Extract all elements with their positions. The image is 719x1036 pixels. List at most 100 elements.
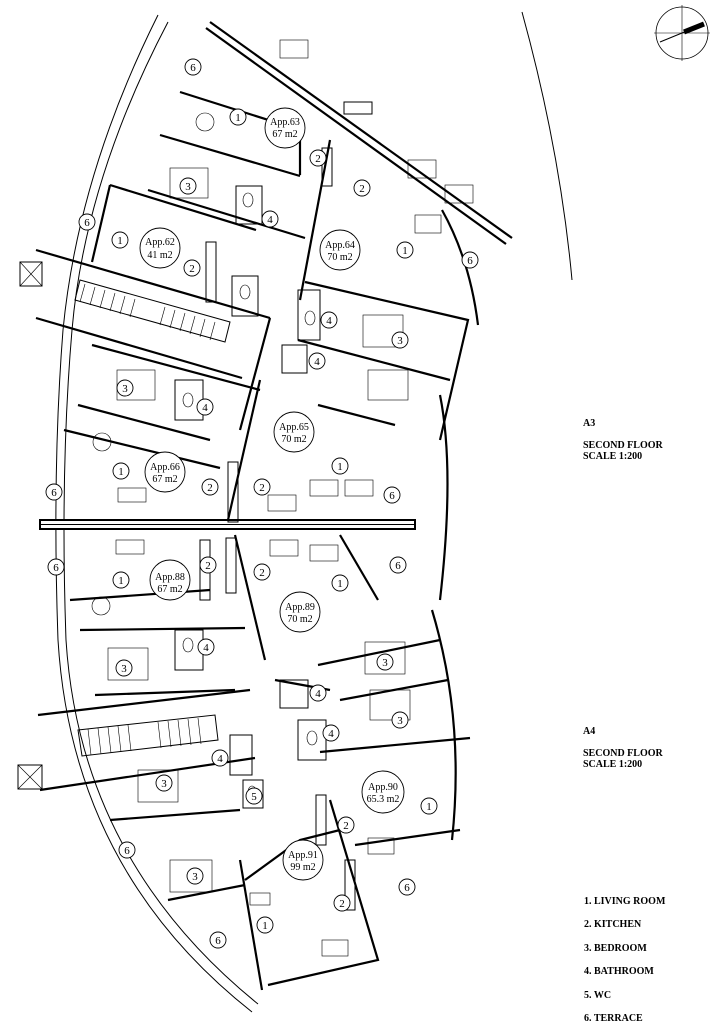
walls bbox=[35, 90, 471, 991]
svg-text:2: 2 bbox=[315, 153, 321, 165]
svg-text:1: 1 bbox=[337, 461, 343, 473]
svg-text:1: 1 bbox=[262, 920, 268, 932]
svg-text:1: 1 bbox=[426, 801, 432, 813]
svg-text:70 m2: 70 m2 bbox=[287, 614, 312, 625]
svg-text:1: 1 bbox=[118, 466, 124, 478]
apartment-label-app66: App.66 67 m2 bbox=[144, 451, 186, 493]
svg-text:2: 2 bbox=[259, 482, 265, 494]
svg-text:App.91: App.91 bbox=[288, 850, 318, 861]
room-marker: 6 bbox=[209, 931, 227, 949]
section-floor: SECOND FLOOR bbox=[583, 748, 663, 759]
staircase-upper bbox=[19, 261, 231, 343]
svg-text:4: 4 bbox=[315, 688, 321, 700]
svg-text:App.90: App.90 bbox=[368, 782, 398, 793]
legend-item: 3. BEDROOM bbox=[584, 942, 647, 954]
room-marker: 3 bbox=[115, 659, 133, 677]
room-marker: 4 bbox=[320, 311, 338, 329]
svg-text:3: 3 bbox=[185, 181, 191, 193]
room-marker: 1 bbox=[112, 571, 130, 589]
svg-text:6: 6 bbox=[53, 562, 59, 574]
svg-text:2: 2 bbox=[339, 898, 345, 910]
room-marker: 1 bbox=[420, 797, 438, 815]
apartment-label-app90: App.90 65.3 m2 bbox=[361, 770, 405, 814]
svg-text:App.65: App.65 bbox=[279, 422, 309, 433]
room-marker: 3 bbox=[155, 774, 173, 792]
section-code: A3 bbox=[583, 418, 596, 429]
svg-text:2: 2 bbox=[259, 567, 265, 579]
kitchen-counters bbox=[199, 101, 373, 911]
svg-text:2: 2 bbox=[359, 183, 365, 195]
room-marker: 3 bbox=[179, 177, 197, 195]
svg-text:6: 6 bbox=[467, 255, 473, 267]
svg-text:6: 6 bbox=[404, 882, 410, 894]
apartment-label-app89: App.89 70 m2 bbox=[279, 591, 321, 633]
room-marker: 4 bbox=[309, 684, 327, 702]
room-marker: 3 bbox=[116, 379, 134, 397]
svg-text:65.3 m2: 65.3 m2 bbox=[367, 794, 400, 805]
room-marker: 5 bbox=[245, 787, 263, 805]
room-marker: 6 bbox=[184, 58, 202, 76]
room-marker: 3 bbox=[186, 867, 204, 885]
apartment-label-app91: App.91 99 m2 bbox=[282, 839, 324, 881]
svg-text:1: 1 bbox=[337, 578, 343, 590]
room-marker: 3 bbox=[391, 331, 409, 349]
section-scale: SCALE 1:200 bbox=[583, 759, 643, 770]
room-legend: 1. LIVING ROOM 2. KITCHEN 3. BEDROOM 4. … bbox=[584, 896, 665, 1036]
svg-text:2: 2 bbox=[205, 560, 211, 572]
svg-text:1: 1 bbox=[402, 245, 408, 257]
svg-text:3: 3 bbox=[397, 715, 403, 727]
svg-text:6: 6 bbox=[395, 560, 401, 572]
svg-text:1: 1 bbox=[117, 235, 123, 247]
room-marker: 6 bbox=[118, 841, 136, 859]
room-marker: 1 bbox=[396, 241, 414, 259]
svg-text:2: 2 bbox=[207, 482, 213, 494]
legend-item: 5. WC bbox=[584, 989, 612, 1001]
svg-text:70 m2: 70 m2 bbox=[281, 434, 306, 445]
svg-text:App.63: App.63 bbox=[270, 117, 300, 128]
room-marker: 2 bbox=[253, 563, 271, 581]
room-marker: 2 bbox=[353, 179, 371, 197]
section-a4-title: A4 SECOND FLOOR SCALE 1:200 bbox=[583, 726, 663, 770]
svg-text:4: 4 bbox=[326, 315, 332, 327]
svg-text:67 m2: 67 m2 bbox=[157, 584, 182, 595]
room-marker: 6 bbox=[47, 558, 65, 576]
room-marker: 1 bbox=[229, 108, 247, 126]
svg-text:4: 4 bbox=[314, 356, 320, 368]
room-marker: 3 bbox=[376, 653, 394, 671]
room-marker: 4 bbox=[211, 749, 229, 767]
svg-text:67 m2: 67 m2 bbox=[272, 129, 297, 140]
svg-text:6: 6 bbox=[389, 490, 395, 502]
room-marker: 1 bbox=[111, 231, 129, 249]
svg-text:App.66: App.66 bbox=[150, 462, 180, 473]
svg-text:4: 4 bbox=[217, 753, 223, 765]
room-marker: 6 bbox=[45, 483, 63, 501]
svg-text:6: 6 bbox=[51, 487, 57, 499]
svg-text:6: 6 bbox=[190, 62, 196, 74]
staircase-lower bbox=[17, 714, 219, 790]
svg-text:6: 6 bbox=[84, 217, 90, 229]
room-marker: 2 bbox=[253, 478, 271, 496]
svg-text:1: 1 bbox=[118, 575, 124, 587]
structural-bands bbox=[39, 21, 513, 530]
room-marker: 4 bbox=[196, 398, 214, 416]
svg-text:4: 4 bbox=[203, 642, 209, 654]
svg-text:App.89: App.89 bbox=[285, 602, 315, 613]
room-marker: 2 bbox=[333, 894, 351, 912]
svg-text:4: 4 bbox=[267, 214, 273, 226]
apartment-labels: App.63 67 m2 App.62 41 m2 App.64 70 m2 A… bbox=[139, 107, 405, 881]
room-marker: 6 bbox=[398, 878, 416, 896]
apartment-label-app63: App.63 67 m2 bbox=[264, 107, 306, 149]
room-number-markers: 6 1 2 2 3 4 6 1 2 1 6 4 4 3 3 4 1 2 2 1 … bbox=[45, 58, 479, 949]
svg-text:70 m2: 70 m2 bbox=[327, 252, 352, 263]
room-marker: 1 bbox=[112, 462, 130, 480]
svg-text:4: 4 bbox=[328, 728, 334, 740]
svg-text:99 m2: 99 m2 bbox=[290, 862, 315, 873]
apartment-label-app88: App.88 67 m2 bbox=[149, 559, 191, 601]
svg-text:6: 6 bbox=[215, 935, 221, 947]
svg-text:3: 3 bbox=[122, 383, 128, 395]
room-marker: 3 bbox=[391, 711, 409, 729]
svg-text:4: 4 bbox=[202, 402, 208, 414]
room-marker: 1 bbox=[256, 916, 274, 934]
room-marker: 4 bbox=[261, 210, 279, 228]
